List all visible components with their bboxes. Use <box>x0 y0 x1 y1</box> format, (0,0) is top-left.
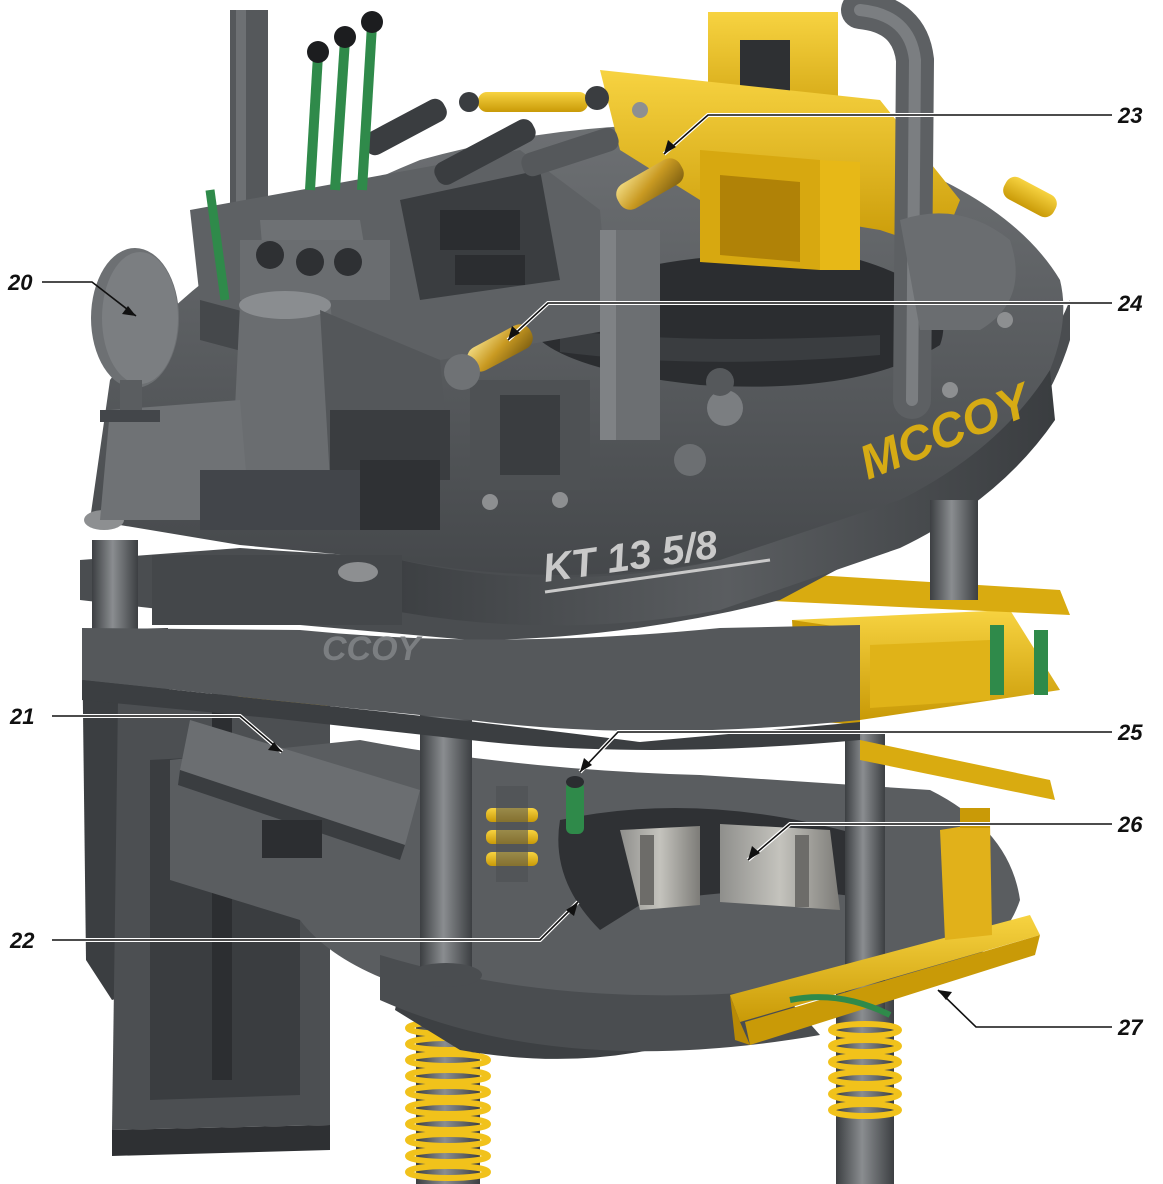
yellow-gate <box>459 12 1057 270</box>
callout-27: 27 <box>936 988 1144 1040</box>
spring-coil <box>828 1101 902 1119</box>
brass-fitting-lower <box>444 324 533 390</box>
callout-26: 26 <box>746 812 1143 862</box>
spring-coil <box>405 1147 491 1165</box>
callout-label-20: 20 <box>7 270 33 295</box>
callout-label-27: 27 <box>1117 1015 1144 1040</box>
callout-label-26: 26 <box>1117 812 1143 837</box>
callout-23: 23 <box>662 103 1142 156</box>
callout-label-21: 21 <box>9 704 34 729</box>
callout-layer: 20 21 22 23 24 <box>7 103 1144 1040</box>
spring-coil <box>828 1053 902 1071</box>
callout-22: 22 <box>9 900 580 953</box>
spring-coil <box>405 1067 491 1085</box>
spring-coil <box>405 1083 491 1101</box>
spring-coil <box>405 1099 491 1117</box>
spring-coil <box>405 1051 491 1069</box>
brand-logo-lower: CCOY <box>322 630 424 668</box>
spring-coil <box>828 1021 902 1039</box>
callout-24: 24 <box>506 291 1142 342</box>
gate-arm <box>230 0 935 419</box>
spring-coil <box>828 1037 902 1055</box>
jaw-spring <box>486 786 538 882</box>
callout-label-24: 24 <box>1117 291 1142 316</box>
housing-legs <box>84 500 978 630</box>
model-plate-underline <box>544 558 771 594</box>
green-pin <box>566 776 584 834</box>
callout-20: 20 <box>7 270 137 317</box>
callout-label-23: 23 <box>1117 103 1142 128</box>
brass-fitting-upper <box>616 158 684 210</box>
spring-coil <box>828 1085 902 1103</box>
right-spring <box>828 990 902 1184</box>
spring-coil <box>828 1069 902 1087</box>
callout-25: 25 <box>578 720 1143 774</box>
housing-bolts <box>482 102 1013 510</box>
spring-coil <box>405 1115 491 1133</box>
callout-label-25: 25 <box>1117 720 1143 745</box>
callout-label-22: 22 <box>9 928 35 953</box>
backup-band <box>82 625 860 750</box>
spring-coil <box>405 1131 491 1149</box>
shift-cover <box>900 213 1016 330</box>
valve-block <box>100 11 660 530</box>
callout-21: 21 <box>9 704 284 754</box>
gauge-disc <box>91 248 179 422</box>
spring-coil <box>405 1163 491 1181</box>
